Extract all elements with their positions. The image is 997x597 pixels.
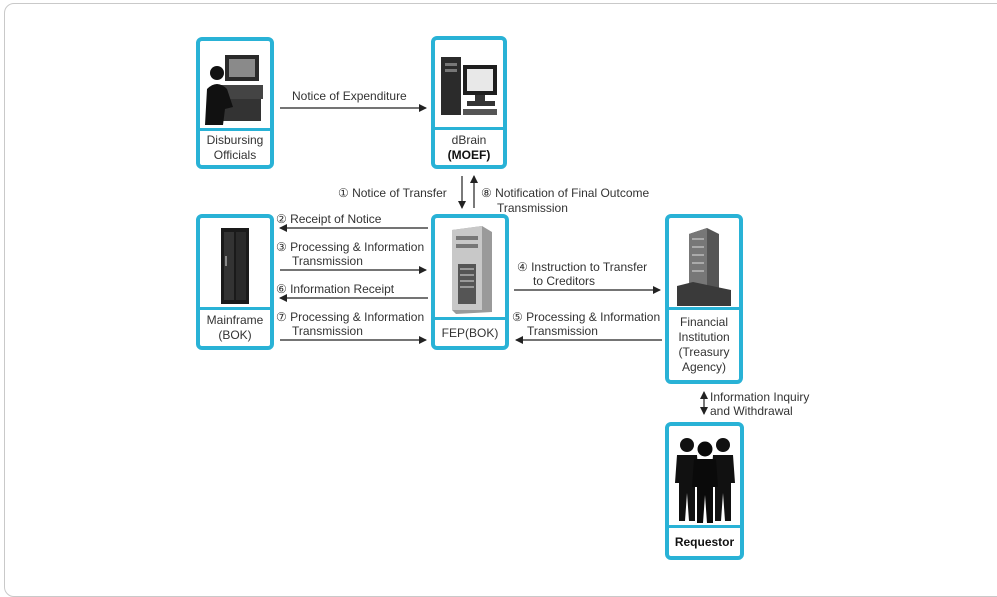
label-processing5-1: ⑤ Processing & Information [512,310,661,324]
arrows-layer [279,104,708,415]
node-mainframe-line2: (BOK) [218,328,252,342]
node-dbrain-line2: (MOEF) [447,147,491,162]
people-silhouette-icon [674,438,735,523]
label-processing5-2: Transmission [527,324,598,338]
label-info-receipt: ⑥ Information Receipt [276,282,395,296]
label-processing7-2: Transmission [292,324,363,338]
node-disbursing-line1: Disbursing [206,133,264,147]
node-mainframe-line1: Mainframe [206,313,264,327]
label-instruction-2: to Creditors [533,274,596,288]
node-financial-line1: Financial [679,315,729,329]
server-tower-icon [452,226,492,314]
label-processing7-1: ⑦ Processing & Information [276,310,425,324]
node-requestor: Requestor [665,422,744,560]
label-processing3-1: ③ Processing & Information [276,240,425,254]
node-fep: FEP(BOK) [431,214,509,350]
desktop-computer-icon [441,57,497,115]
label-final-outcome-2: Transmission [497,201,568,215]
node-requestor-line1: Requestor [674,534,735,549]
label-receipt-notice: ② Receipt of Notice [276,212,382,226]
computer-operator-icon [205,55,263,125]
node-disbursing-line2: Officials [213,148,257,162]
node-disbursing-officials: Disbursing Officials [196,37,274,169]
node-financial-line2: Institution [678,330,730,344]
node-dbrain-line1: dBrain [451,132,487,147]
label-final-outcome-1: ⑧ Notification of Final Outcome [481,186,650,200]
label-inquiry-1: Information Inquiry [710,390,810,404]
office-building-icon [677,228,731,306]
node-financial-line3: (Treasury [678,345,730,359]
label-processing3-2: Transmission [292,254,363,268]
label-notice-transfer: ① Notice of Transfer [338,186,447,200]
node-dbrain: dBrain (MOEF) [431,36,507,169]
node-financial-line4: Agency) [681,360,727,374]
node-financial-institution: Financial Institution (Treasury Agency) [665,214,743,384]
label-inquiry-2: and Withdrawal [710,404,793,418]
mainframe-cabinet-icon [221,228,249,304]
node-mainframe: Mainframe (BOK) [196,214,274,350]
label-expenditure: Notice of Expenditure [292,89,407,103]
label-instruction-1: ④ Instruction to Transfer [517,260,648,274]
node-fep-line1: FEP(BOK) [441,325,499,340]
